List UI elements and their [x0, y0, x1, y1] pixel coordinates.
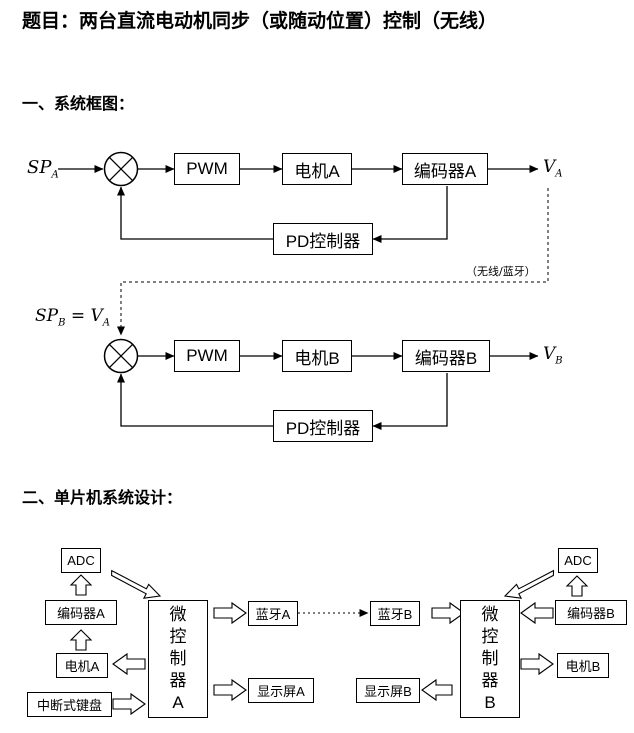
motor-block-a: 电机A — [282, 153, 352, 185]
encoder-block-b: 编码器B — [402, 340, 490, 372]
wireless-label: （无线/蓝牙） — [466, 265, 536, 278]
section-heading-block-diagram: 一、系统框图： — [22, 94, 135, 113]
mcu-b-block: 微 控 制 器 B — [460, 600, 520, 718]
pd-controller-b: PD控制器 — [273, 410, 373, 442]
adc-a-block: ADC — [61, 548, 101, 573]
hollow-arrow-encoder-b-to-adc — [565, 575, 589, 597]
hollow-arrow-bluetooth-b-to-mcu-b — [431, 601, 465, 625]
loop-a-connectors — [58, 151, 539, 243]
motor-b-block: 电机B — [557, 653, 609, 678]
section-heading-mcu-design: 二、单片机系统设计： — [22, 488, 183, 507]
mcu-system-arrows — [69, 569, 589, 716]
encoder-b-block: 编码器B — [555, 600, 627, 625]
pwm-block-b: PWM — [174, 340, 240, 372]
motor-a-block: 电机A — [56, 653, 108, 678]
hollow-arrow-mcu-a-to-motor — [112, 652, 146, 676]
velocity-b-label: VB — [543, 344, 563, 367]
hollow-arrow-mcu-b-to-encoder — [520, 601, 554, 625]
hollow-arrow-mcu-a-to-bluetooth — [213, 601, 247, 625]
hollow-arrow-motor-to-encoder — [69, 629, 93, 651]
bluetooth-b-block: 蓝牙B — [370, 601, 420, 626]
pd-controller-a: PD控制器 — [273, 223, 373, 255]
hollow-arrow-mcu-b-to-display — [421, 678, 453, 702]
motor-block-b: 电机B — [282, 340, 352, 372]
loop-b-connectors — [103, 338, 539, 430]
pwm-block-a: PWM — [174, 153, 240, 185]
keypad-block: 中断式键盘 — [27, 692, 112, 717]
hollow-arrow-keypad-to-mcu-a — [112, 692, 146, 716]
display-b-block: 显示屏B — [356, 678, 420, 703]
page-title: 题目：两台直流电动机同步（或随动位置）控制（无线） — [22, 10, 498, 32]
hollow-arrow-encoder-to-adc — [69, 574, 93, 596]
hollow-arrow-mcu-a-to-display — [213, 678, 247, 702]
hollow-arrow-adc-to-mcu-b — [503, 569, 555, 599]
encoder-block-a: 编码器A — [402, 153, 488, 185]
wireless-link — [117, 188, 549, 336]
display-a-block: 显示屏A — [248, 678, 314, 703]
hollow-arrow-mcu-b-to-motor — [520, 652, 554, 676]
adc-b-block: ADC — [558, 548, 598, 573]
bluetooth-a-block: 蓝牙A — [248, 601, 298, 626]
hollow-arrow-adc-to-mcu-a — [111, 569, 162, 599]
encoder-a-block: 编码器A — [45, 600, 117, 625]
setpoint-a-label: SPA — [27, 157, 59, 181]
mcu-a-block: 微 控 制 器 A — [148, 600, 208, 718]
velocity-a-label: VA — [543, 157, 563, 180]
setpoint-b-equation: SPB = VA — [35, 306, 111, 329]
